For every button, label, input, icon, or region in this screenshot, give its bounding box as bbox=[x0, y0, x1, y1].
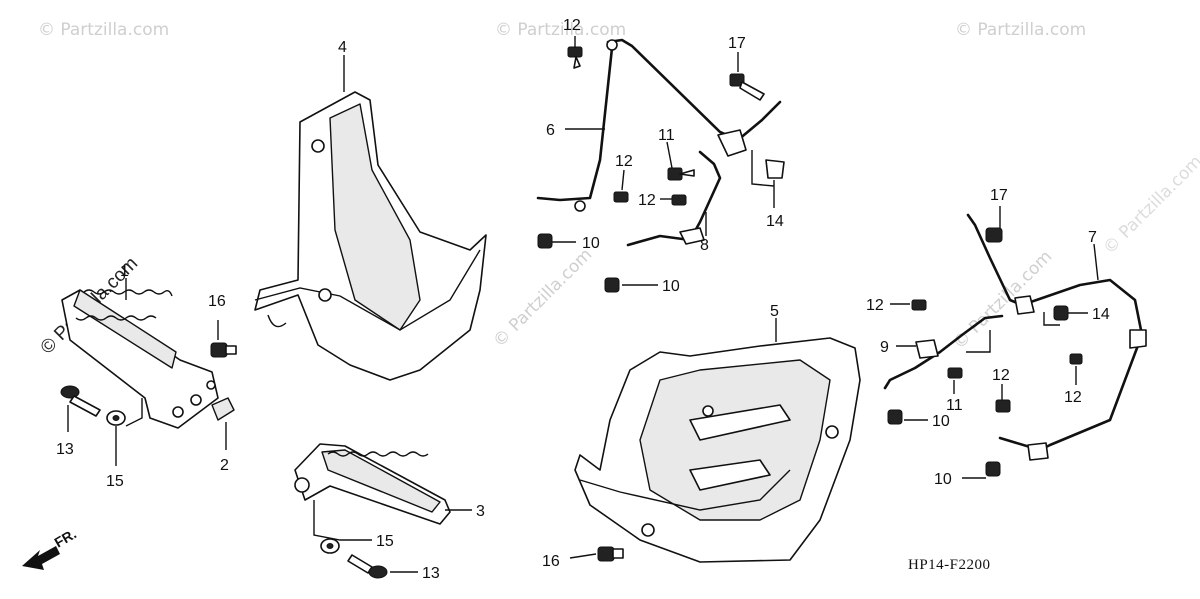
washer-15-left bbox=[106, 410, 126, 426]
callout-5: 5 bbox=[770, 303, 779, 320]
callout-11: 11 bbox=[658, 127, 675, 144]
callouts: 1 2 3 4 5 6 7 8 9 10 10 10 10 10 11 11 1… bbox=[56, 17, 1110, 582]
callout-4: 4 bbox=[338, 39, 347, 56]
callout-6: 6 bbox=[546, 122, 555, 139]
rod-hardware bbox=[537, 46, 1083, 477]
callout-15: 15 bbox=[106, 473, 124, 490]
callout-12: 12 bbox=[615, 153, 633, 170]
callout-10: 10 bbox=[582, 235, 600, 252]
rod-part-7 bbox=[966, 213, 1147, 461]
watermark: © Partzilla.com bbox=[949, 247, 1056, 354]
drawing-code: HP14-F2200 bbox=[908, 557, 991, 573]
footpeg-part-3 bbox=[294, 443, 451, 525]
rod-part-8 bbox=[626, 150, 722, 247]
bolt-13-left bbox=[60, 385, 101, 417]
bolt-13-center bbox=[347, 554, 388, 579]
callout-15: 15 bbox=[376, 533, 394, 550]
callout-13: 13 bbox=[422, 565, 440, 582]
callout-10: 10 bbox=[662, 278, 680, 295]
rod-part-6 bbox=[536, 38, 782, 212]
callout-7: 7 bbox=[1088, 229, 1097, 246]
washer-15-center bbox=[320, 538, 340, 554]
grommet-16-left bbox=[210, 342, 237, 358]
front-arrow-icon bbox=[22, 546, 60, 570]
callout-14: 14 bbox=[1092, 306, 1110, 323]
callout-11: 11 bbox=[946, 397, 963, 414]
footpeg-bracket-left bbox=[61, 289, 219, 429]
callout-14: 14 bbox=[766, 213, 784, 230]
callout-16: 16 bbox=[542, 553, 560, 570]
callout-17: 17 bbox=[728, 35, 746, 52]
clip-part-2 bbox=[211, 397, 235, 421]
callout-16: 16 bbox=[208, 293, 226, 310]
leader-lines bbox=[67, 36, 1099, 573]
callout-10: 10 bbox=[932, 413, 950, 430]
watermark: © Partzilla.com bbox=[495, 20, 626, 40]
callout-1: 1 bbox=[120, 263, 129, 280]
callout-3: 3 bbox=[476, 503, 485, 520]
watermark: © Partzilla.com bbox=[955, 20, 1086, 40]
callout-13: 13 bbox=[56, 441, 74, 458]
callout-12: 12 bbox=[992, 367, 1010, 384]
callout-10: 10 bbox=[934, 471, 952, 488]
guard-part-4 bbox=[254, 91, 487, 381]
callout-12: 12 bbox=[1064, 389, 1082, 406]
guard-part-5 bbox=[574, 337, 861, 563]
watermark: © Partzilla.com bbox=[1099, 152, 1200, 259]
callout-8: 8 bbox=[700, 237, 709, 254]
callout-2: 2 bbox=[220, 457, 229, 474]
callout-12: 12 bbox=[866, 297, 884, 314]
watermark: © Partzilla.com bbox=[489, 245, 596, 352]
watermark: © Partzilla.com bbox=[38, 20, 169, 40]
rod-part-9 bbox=[883, 314, 1004, 390]
front-direction-indicator: FR. bbox=[22, 525, 79, 570]
callout-12: 12 bbox=[563, 17, 581, 34]
callout-12: 12 bbox=[638, 192, 656, 209]
callout-17: 17 bbox=[990, 187, 1008, 204]
grommet-16-right bbox=[597, 546, 624, 562]
callout-9: 9 bbox=[880, 339, 889, 356]
